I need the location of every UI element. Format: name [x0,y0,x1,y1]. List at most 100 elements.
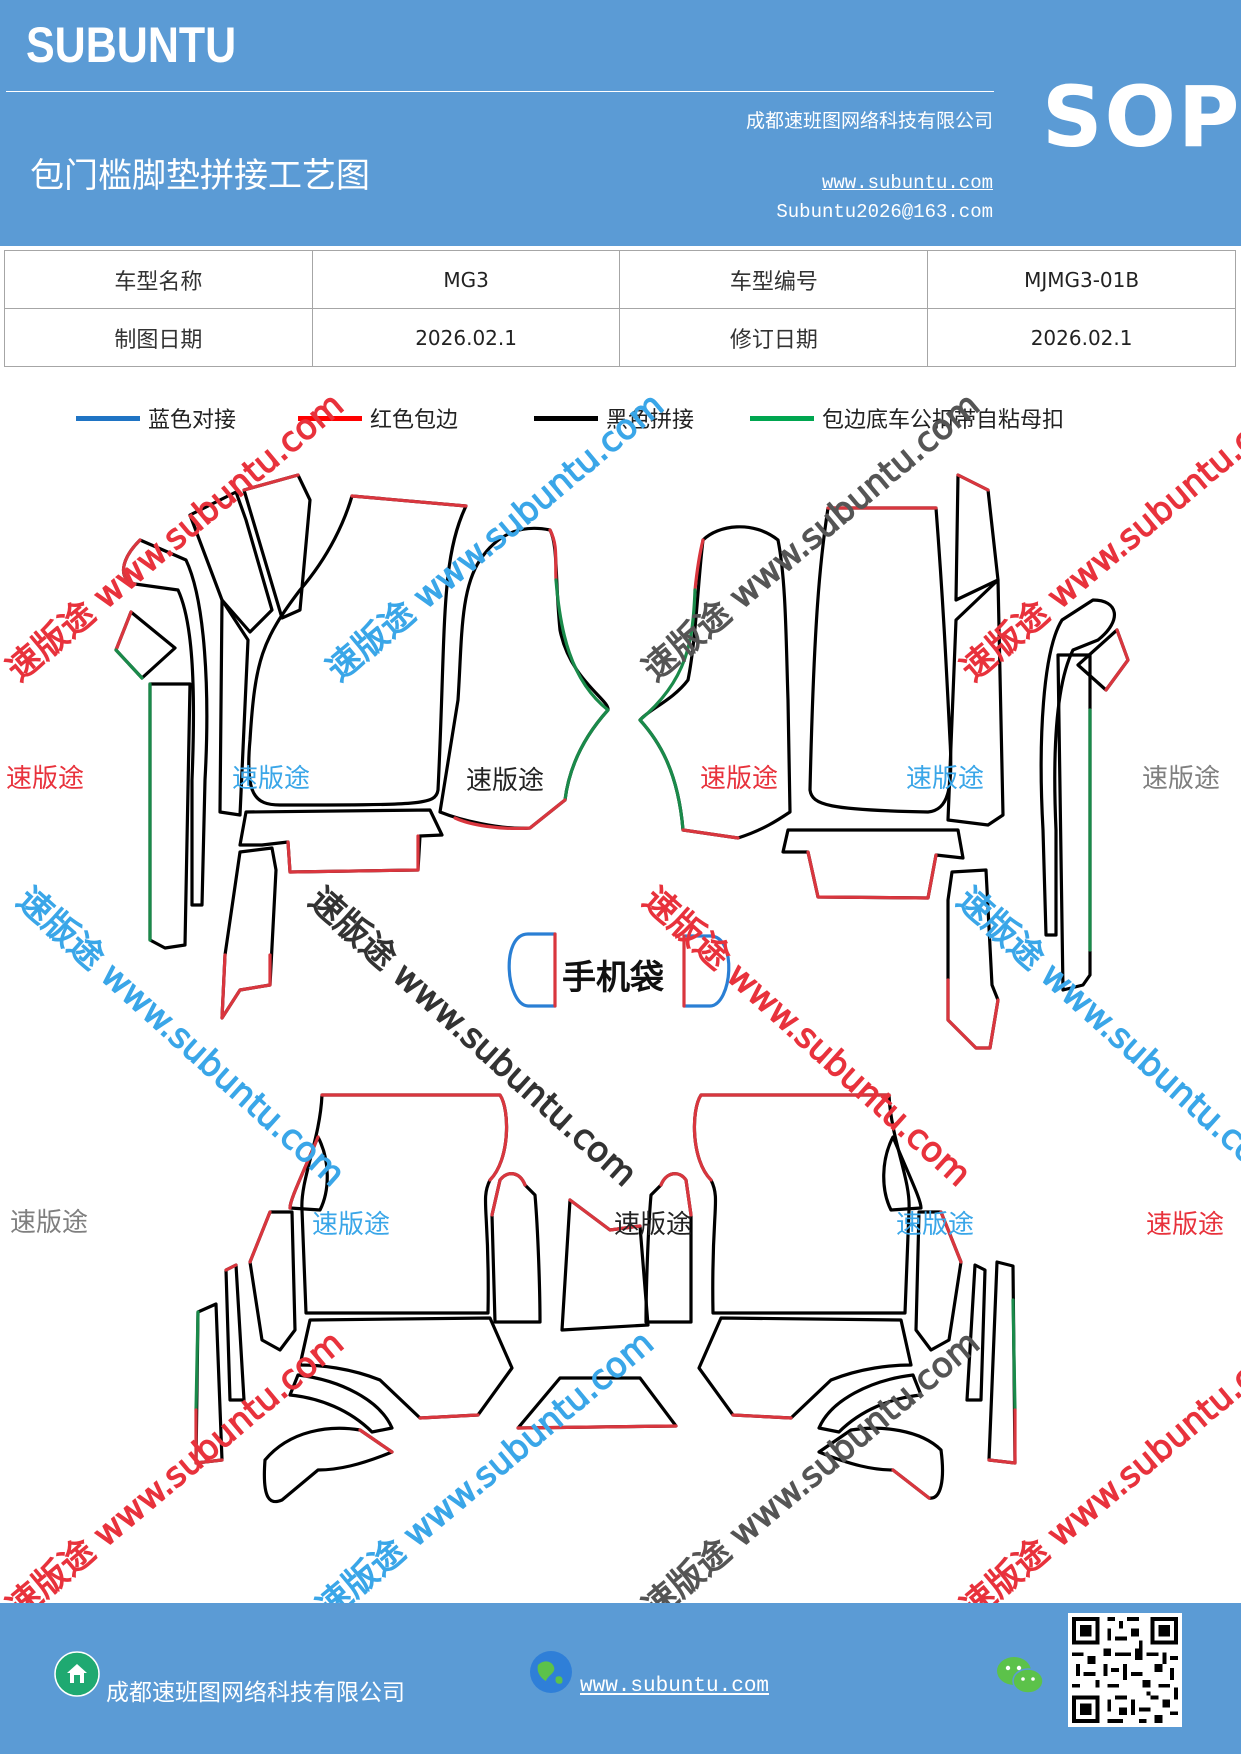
mat-edge-red [548,528,558,582]
mat-edge-green [554,578,610,802]
watermark-brand: 速版途 [312,1210,391,1240]
footer-url-link[interactable]: www.subuntu.com [580,1675,770,1698]
mat-edge-red [681,828,740,840]
mat-piece [987,1260,1017,1465]
phone-pouch-group [507,932,731,1008]
watermark-brand: 速版途 [906,764,985,794]
mat-edge-red [692,1093,891,1182]
mat-piece [965,1263,987,1402]
rear-mat-group-right [644,1093,1017,1500]
watermark-brand: 速版途 [614,1210,693,1240]
mat-edge-red [987,1408,1017,1465]
model-name-value: MG3 [311,250,621,309]
legend-label: 黑色拼接 [606,408,695,433]
mat-edge-red [194,1408,224,1465]
mat-piece [490,1172,542,1324]
mat-piece [817,1426,945,1500]
revision-date-label: 修订日期 [619,308,929,367]
mat-edge-red [568,1198,642,1232]
mat-edge-red [956,473,990,492]
mat-edge-red [693,538,705,592]
mat-edge-red [224,1263,238,1272]
legend-label: 包边底车公扣带自粘母扣 [822,408,1065,433]
mat-piece [262,1426,394,1504]
mat-edge-red [418,1413,480,1420]
mat-edge-red [121,538,142,586]
mat-piece [247,494,468,807]
model-code-label: 车型编号 [619,250,929,309]
header-url-link[interactable]: www.subuntu.com [821,172,993,194]
mat-edge-green [1011,1298,1017,1412]
header-divider [6,91,994,92]
mat-edge-red [731,1413,793,1420]
mat-piece [946,578,1005,827]
mat-piece [220,846,278,1020]
watermark-brand: 速版途 [466,766,545,796]
draw-date-label: 制图日期 [4,308,313,367]
info-table: 车型名称 MG3 车型编号 MJMG3-01B 制图日期 2026.02.1 修… [4,250,1236,367]
legend-label: 红色包边 [370,408,459,433]
mat-piece [808,506,953,814]
brand-logo: SUBUNTU [26,17,237,73]
mat-piece [1056,653,1092,992]
mat-piece [882,1135,923,1212]
front-right-mat-group [638,473,1130,1050]
phone-pouch-label: 手机袋 [562,958,664,998]
sop-badge: SOP [1042,68,1241,166]
qr-code-pattern [1068,1613,1182,1727]
mat-edge-red [220,953,272,1020]
rear-mat-group [194,1093,678,1504]
color-legend: 蓝色对接 红色包边 黑色拼接 包边底车公扣带自粘母扣 [0,402,1241,442]
model-code-value: MJMG3-01B [927,250,1236,309]
phone-pouch-right [682,934,731,1008]
mat-edge-red [350,494,468,508]
legend-swatch-green [750,415,814,421]
front-left-mat-group [114,473,610,1020]
home-icon [54,1651,100,1697]
header-banner: SUBUNTU 成都速班图网络科技有限公司 包门槛脚垫拼接工艺图 www.sub… [0,0,1241,246]
mat-edge-red [242,473,300,492]
header-company: 成都速班图网络科技有限公司 [745,110,993,132]
mat-edge-green [194,1310,200,1412]
footer-company: 成都速班图网络科技有限公司 [106,1680,405,1706]
watermark-brand: 速版途 [232,764,311,794]
model-name-label: 车型名称 [4,250,313,309]
mat-piece [954,473,1000,602]
mat-edge-red [490,1172,527,1217]
wechat-icon [997,1657,1044,1694]
mat-edge-red [939,1210,963,1264]
mat-edge-red [358,1428,394,1454]
watermark-brand: 速版途 [1142,764,1221,794]
table-row: 车型名称 MG3 车型编号 MJMG3-01B [4,250,1236,309]
mat-edge-red [453,798,567,831]
mat-piece [224,1263,246,1402]
mat-piece [114,610,177,680]
legend-item-green: 包边底车公扣带自粘母扣 [750,402,1064,434]
mat-splicing-diagram [114,473,1130,1504]
mat-edge-green [114,648,144,680]
phone-pouch-left [507,932,557,1008]
qr-code [1068,1613,1182,1727]
draw-date-value: 2026.02.1 [311,308,621,367]
mat-edge-red [320,1093,509,1182]
revision-date-value: 2026.02.1 [927,308,1236,367]
watermark-brand: 速版途 [1146,1210,1225,1240]
footer-banner: 成都速班图网络科技有限公司 www.subuntu.com [0,1603,1241,1754]
legend-item-black: 黑色拼接 [534,402,694,434]
legend-label: 蓝色对接 [148,408,237,433]
mat-piece [248,1210,297,1352]
watermark-brand: 速版途 [6,764,85,794]
mat-edge-red [1104,628,1130,692]
legend-swatch-black [534,415,598,421]
mat-piece [817,1373,923,1434]
table-row: 制图日期 2026.02.1 修订日期 2026.02.1 [4,308,1236,367]
legend-item-red: 红色包边 [298,402,458,434]
mat-piece [238,808,444,874]
mat-edge-red [659,1172,693,1217]
mat-edge-red [248,1210,272,1264]
mat-edge-red [806,850,938,900]
watermark-brand: 速版途 [700,764,779,794]
header-email[interactable]: Subuntu2026@163.com [776,201,993,223]
document-title: 包门槛脚垫拼接工艺图 [30,156,370,196]
mat-edge-red [516,1424,678,1430]
